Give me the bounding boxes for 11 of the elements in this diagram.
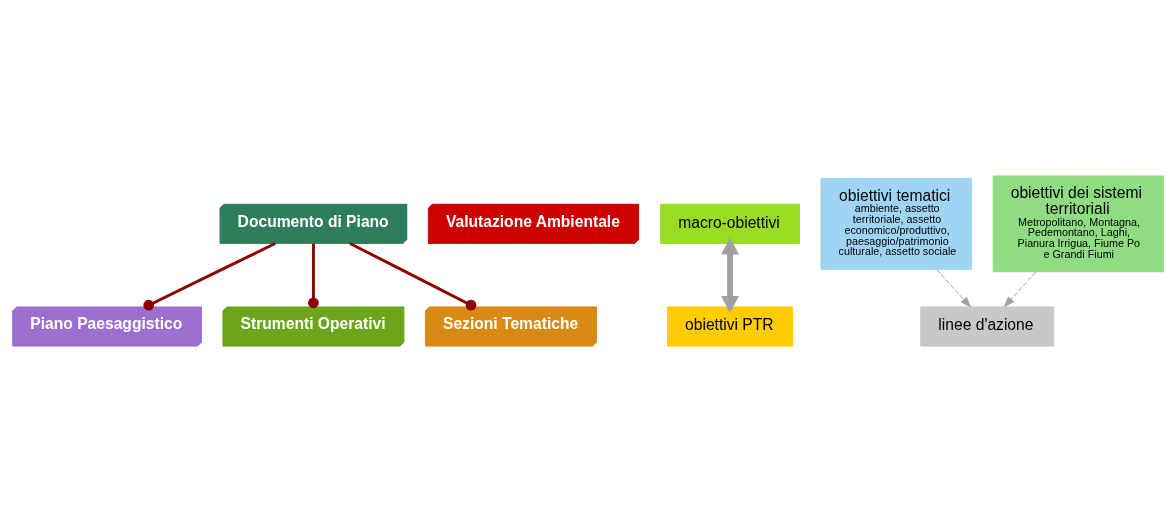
node-box: macro-obiettivi [660, 203, 800, 244]
connector [308, 243, 319, 309]
connector [349, 242, 477, 311]
node-box: obiettivi dei sistemi territoriali Metropolitano, Montagna, Pedemontano, Laghi, Pianura Irrigua, Fiume Po e Grandi Fiumi [992, 175, 1164, 273]
arrow [1003, 271, 1037, 308]
arrow [936, 269, 971, 308]
node-box: obiettivi PTR [666, 306, 794, 347]
node-box: obiettivi tematici ambiente, assetto territoriale, assetto economico/produttivo, paesaggio/patrimonio culturale, assetto sociale [820, 177, 973, 270]
connector [143, 242, 276, 311]
node-box: linee d'azione [920, 306, 1055, 347]
arrow [721, 237, 740, 313]
